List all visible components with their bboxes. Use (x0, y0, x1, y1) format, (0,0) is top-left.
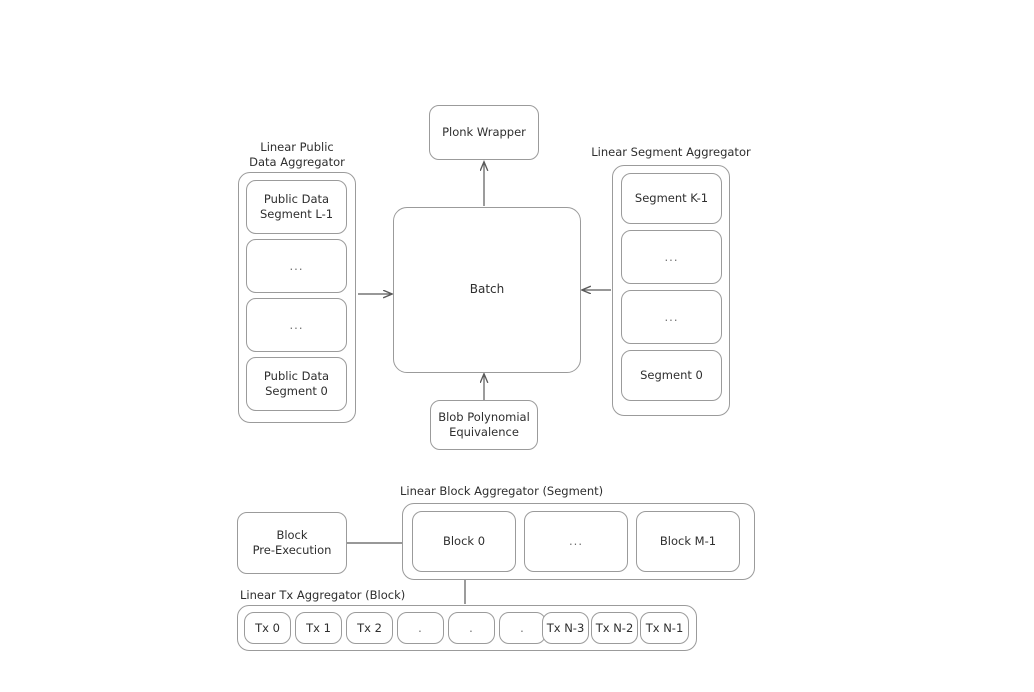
tx-n-3-box[interactable]: Tx N-3 (542, 612, 589, 644)
tx-n-2-box[interactable]: Tx N-2 (591, 612, 638, 644)
block-m-1-label: Block M-1 (659, 534, 717, 549)
segment-aggregator-group-label: Linear Segment Aggregator (591, 145, 751, 159)
block-0-box[interactable]: Block 0 (412, 511, 516, 572)
block-pre-execution-box[interactable]: Block Pre-Execution (237, 512, 347, 574)
segment-ellipsis-lower-box[interactable]: ... (621, 290, 722, 344)
tx-0-label: Tx 0 (255, 620, 280, 635)
batch-label: Batch (469, 282, 505, 297)
tx-1-label: Tx 1 (306, 620, 331, 635)
tx-n-3-label: Tx N-3 (546, 620, 585, 635)
public-data-segment-ellipsis-lower-box[interactable]: ... (246, 298, 347, 352)
plonk-wrapper-label: Plonk Wrapper (442, 125, 526, 140)
block-pre-execution-label: Block Pre-Execution (252, 528, 332, 557)
public-data-segment-0-label: Public Data Segment 0 (263, 369, 330, 398)
tx-n-1-box[interactable]: Tx N-1 (640, 612, 689, 644)
segment-ellipsis-upper-box[interactable]: ... (621, 230, 722, 284)
blob-polynomial-equivalence-label: Blob Polynomial Equivalence (438, 410, 530, 439)
block-m-1-box[interactable]: Block M-1 (636, 511, 740, 572)
tx-ellipsis-1-box[interactable]: . (397, 612, 444, 644)
block-ellipsis-box[interactable]: ... (524, 511, 628, 572)
batch-box[interactable]: Batch (393, 207, 581, 373)
block-0-label: Block 0 (442, 534, 486, 549)
segment-k-1-label: Segment K-1 (634, 191, 709, 206)
segment-ellipsis-lower-label: ... (664, 309, 679, 324)
tx-ellipsis-3-box[interactable]: . (499, 612, 546, 644)
tx-2-label: Tx 2 (357, 620, 382, 635)
public-data-segment-ellipsis-upper-box[interactable]: ... (246, 239, 347, 293)
blob-polynomial-equivalence-box[interactable]: Blob Polynomial Equivalence (430, 400, 538, 450)
tx-0-box[interactable]: Tx 0 (244, 612, 291, 644)
public-data-segment-ellipsis-upper-label: ... (289, 258, 304, 273)
public-data-segment-l-1-box[interactable]: Public Data Segment L-1 (246, 180, 347, 234)
public-data-segment-0-box[interactable]: Public Data Segment 0 (246, 357, 347, 411)
segment-k-1-box[interactable]: Segment K-1 (621, 173, 722, 224)
tx-1-box[interactable]: Tx 1 (295, 612, 342, 644)
block-ellipsis-label: ... (569, 534, 583, 549)
segment-0-label: Segment 0 (640, 368, 703, 383)
plonk-wrapper-box[interactable]: Plonk Wrapper (429, 105, 539, 160)
public-data-aggregator-group-label: Linear Public Data Aggregator (249, 140, 345, 169)
tx-ellipsis-1-label: . (418, 620, 423, 635)
tx-ellipsis-3-label: . (520, 620, 525, 635)
public-data-segment-ellipsis-lower-label: ... (289, 317, 304, 332)
tx-n-1-label: Tx N-1 (645, 620, 684, 635)
segment-ellipsis-upper-label: ... (664, 249, 679, 264)
block-aggregator-group-label: Linear Block Aggregator (Segment) (400, 484, 604, 498)
tx-ellipsis-2-label: . (469, 620, 474, 635)
tx-ellipsis-2-box[interactable]: . (448, 612, 495, 644)
tx-aggregator-group-label: Linear Tx Aggregator (Block) (240, 588, 406, 602)
tx-2-box[interactable]: Tx 2 (346, 612, 393, 644)
tx-n-2-label: Tx N-2 (595, 620, 634, 635)
segment-0-box[interactable]: Segment 0 (621, 350, 722, 401)
public-data-segment-l-1-label: Public Data Segment L-1 (259, 192, 334, 221)
